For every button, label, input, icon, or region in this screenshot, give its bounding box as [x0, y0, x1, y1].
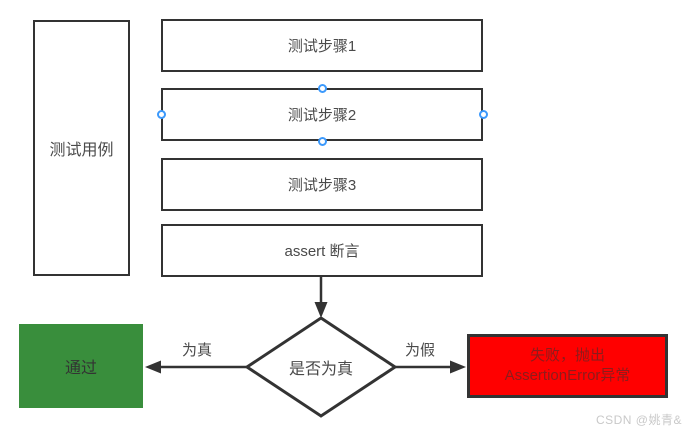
csdn-watermark: CSDN @姚青& [595, 413, 682, 427]
step-box-2-selected[interactable]: 测试步骤2 [161, 88, 483, 141]
fail-box[interactable]: 失败，抛出 AssertionError异常 [467, 334, 668, 398]
step-1-label: 测试步骤1 [287, 38, 357, 55]
step-box-1[interactable]: 测试步骤1 [161, 19, 483, 72]
pass-label: 通过 [64, 360, 97, 377]
fail-label-line1: 失败，抛出 [529, 346, 605, 364]
decision-diamond[interactable] [244, 316, 398, 418]
decision-label: 是否为真 [288, 361, 353, 378]
arrowhead-right-icon [450, 360, 466, 374]
arrowhead-down-icon [314, 302, 328, 318]
test-case-label: 测试用例 [49, 142, 114, 159]
assert-label: assert 断言 [284, 243, 360, 260]
true-branch-label: 为真 [181, 342, 212, 359]
step-3-label: 测试步骤3 [287, 177, 357, 194]
step-2-label: 测试步骤2 [287, 107, 357, 124]
pass-box[interactable]: 通过 [19, 324, 143, 408]
selection-handle-top[interactable] [317, 83, 327, 93]
test-case-box[interactable]: 测试用例 [33, 20, 130, 276]
step-box-3[interactable]: 测试步骤3 [161, 158, 483, 211]
fail-label-line2: AssertionError异常 [504, 367, 631, 384]
arrowhead-left-icon [145, 360, 161, 374]
selection-handle-right[interactable] [478, 109, 488, 119]
false-branch-label: 为假 [404, 342, 435, 359]
selection-handle-left[interactable] [156, 109, 166, 119]
selection-handle-bottom[interactable] [317, 136, 327, 146]
assert-box[interactable]: assert 断言 [161, 224, 483, 277]
